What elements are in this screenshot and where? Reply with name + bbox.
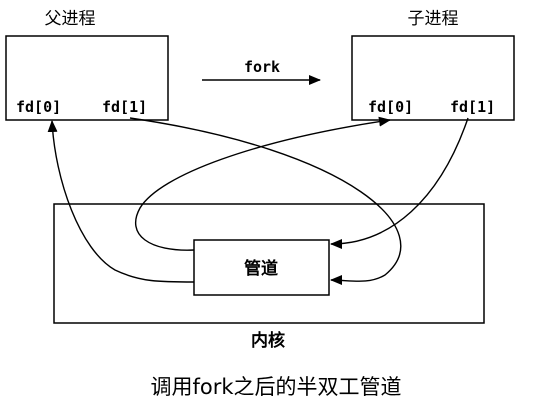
parent-fd0-label: fd[0] xyxy=(16,98,61,116)
parent-process-box xyxy=(5,35,169,121)
pipe-box xyxy=(193,239,330,296)
kernel-box xyxy=(53,203,485,324)
fork-label: fork xyxy=(244,58,280,76)
pipe-to-child-fd0-curve xyxy=(134,116,391,251)
child-process-box xyxy=(351,35,515,121)
parent-process-title: 父进程 xyxy=(45,9,96,29)
pipe-label: 管道 xyxy=(244,258,278,279)
pipe-to-parent-fd0-curve xyxy=(47,120,195,283)
kernel-label: 内核 xyxy=(251,330,285,351)
parent-fd1-to-pipe-curve xyxy=(129,117,402,286)
child-fd1-label: fd[1] xyxy=(450,98,495,116)
child-fd0-label: fd[0] xyxy=(368,98,413,116)
child-process-title: 子进程 xyxy=(408,9,459,29)
figure-caption: 调用fork之后的半双工管道 xyxy=(150,375,401,399)
child-fd1-to-pipe-curve xyxy=(330,117,469,249)
parent-fd1-label: fd[1] xyxy=(102,98,147,116)
